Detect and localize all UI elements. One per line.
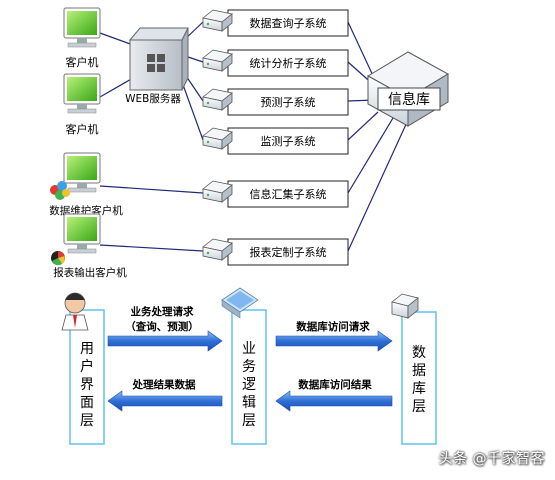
subsystem-label: 预测子系统 bbox=[261, 96, 316, 109]
database-label-box bbox=[377, 87, 441, 111]
link-client1-web bbox=[99, 32, 134, 46]
web-server-label: WEB服务器 bbox=[125, 92, 181, 105]
subsystem-label: 监测子系统 bbox=[261, 135, 316, 148]
chart-icon bbox=[51, 251, 65, 266]
link-web-sub4 bbox=[181, 81, 204, 141]
layer-char: 据 bbox=[412, 363, 426, 379]
layer-char: 库 bbox=[412, 381, 426, 397]
database-cube: 信息库 bbox=[366, 51, 450, 127]
layer-char: 面 bbox=[80, 395, 94, 411]
connection-lines bbox=[99, 21, 409, 252]
layer-char: 务 bbox=[242, 359, 256, 375]
client-label: 客户机 bbox=[66, 55, 99, 69]
subsystem-box: 信息汇集子系统 bbox=[227, 180, 349, 208]
subsystem-label: 数据查询子系统 bbox=[250, 16, 327, 30]
client-pc-report: 报表输出客户机 bbox=[51, 213, 127, 279]
client-pc-maintenance: 数据维护客户机 bbox=[49, 152, 123, 217]
arrow-request bbox=[107, 330, 223, 352]
layer-char: 业 bbox=[242, 341, 256, 357]
module-cubes bbox=[202, 9, 233, 261]
subsystem-boxes: 数据查询子系统 统计分析子系统 预测子系统 监测子系统 信息汇集子系统 报表定制… bbox=[227, 9, 349, 266]
database-label: 信息库 bbox=[388, 91, 430, 108]
link-client3-sub5 bbox=[99, 185, 204, 194]
module-cube-icon bbox=[202, 88, 233, 111]
subsystem-box: 预测子系统 bbox=[227, 88, 349, 116]
business-logic-layer: 业 务 逻 辑 层 bbox=[221, 287, 267, 445]
subsystem-box: 报表定制子系统 bbox=[227, 238, 349, 266]
arrow-db-request bbox=[275, 330, 393, 352]
client-pc-2: 客户机 bbox=[63, 73, 101, 136]
client-label: 客户机 bbox=[66, 122, 99, 136]
client-label: 报表输出客户机 bbox=[53, 266, 127, 279]
subsystem-label: 统计分析子系统 bbox=[250, 56, 327, 70]
link-sub1-db bbox=[347, 21, 376, 81]
layer-char: 层 bbox=[412, 399, 426, 415]
link-client4-sub6 bbox=[99, 244, 204, 252]
request-label: 业务处理请求 bbox=[131, 305, 194, 318]
module-cube-icon bbox=[202, 49, 233, 72]
windows-logo-icon bbox=[147, 54, 165, 72]
module-cube-icon bbox=[202, 180, 233, 203]
arrow-result bbox=[107, 390, 223, 412]
layer-char: 层 bbox=[80, 413, 94, 429]
watermark: 头条 @千家智客 bbox=[438, 451, 545, 467]
database-cube-icon bbox=[391, 293, 419, 319]
link-sub6-db bbox=[347, 119, 409, 252]
layer-char: 辑 bbox=[242, 395, 256, 411]
server-icon bbox=[129, 39, 183, 91]
subsystem-label: 报表定制子系统 bbox=[250, 245, 327, 259]
module-cube-icon bbox=[202, 238, 233, 261]
laptop-icon bbox=[221, 287, 259, 319]
tools-icon bbox=[50, 181, 70, 200]
link-sub4-db bbox=[347, 111, 379, 141]
layer-char: 用 bbox=[80, 341, 94, 357]
arrow-db-result bbox=[275, 390, 393, 412]
layer-char: 户 bbox=[80, 358, 94, 375]
module-cube-icon bbox=[202, 127, 233, 150]
layer-char: 层 bbox=[242, 413, 256, 429]
user-avatar-icon bbox=[61, 292, 89, 331]
result-label: 处理结果数据 bbox=[132, 378, 196, 391]
link-sub5-db bbox=[347, 117, 394, 194]
client-pc-1: 客户机 bbox=[63, 7, 101, 69]
db-request-label: 数据库访问请求 bbox=[295, 320, 370, 333]
subsystem-box: 统计分析子系统 bbox=[227, 49, 349, 77]
request-detail-label: （查询、预测） bbox=[125, 320, 199, 333]
layer-char: 逻 bbox=[242, 377, 256, 393]
layer-char: 界 bbox=[80, 377, 94, 393]
db-result-label: 数据库访问结果 bbox=[297, 378, 372, 391]
database-layer: 数 据 库 层 bbox=[391, 293, 437, 445]
web-server: WEB服务器 bbox=[125, 27, 189, 105]
subsystem-label: 信息汇集子系统 bbox=[250, 187, 327, 201]
subsystem-box: 数据查询子系统 bbox=[227, 9, 349, 37]
subsystem-box: 监测子系统 bbox=[227, 127, 349, 155]
link-client2-web bbox=[99, 77, 134, 98]
layer-char: 数 bbox=[412, 345, 426, 361]
module-cube-icon bbox=[202, 9, 233, 32]
user-interface-layer: 用 户 界 面 层 bbox=[61, 292, 105, 445]
